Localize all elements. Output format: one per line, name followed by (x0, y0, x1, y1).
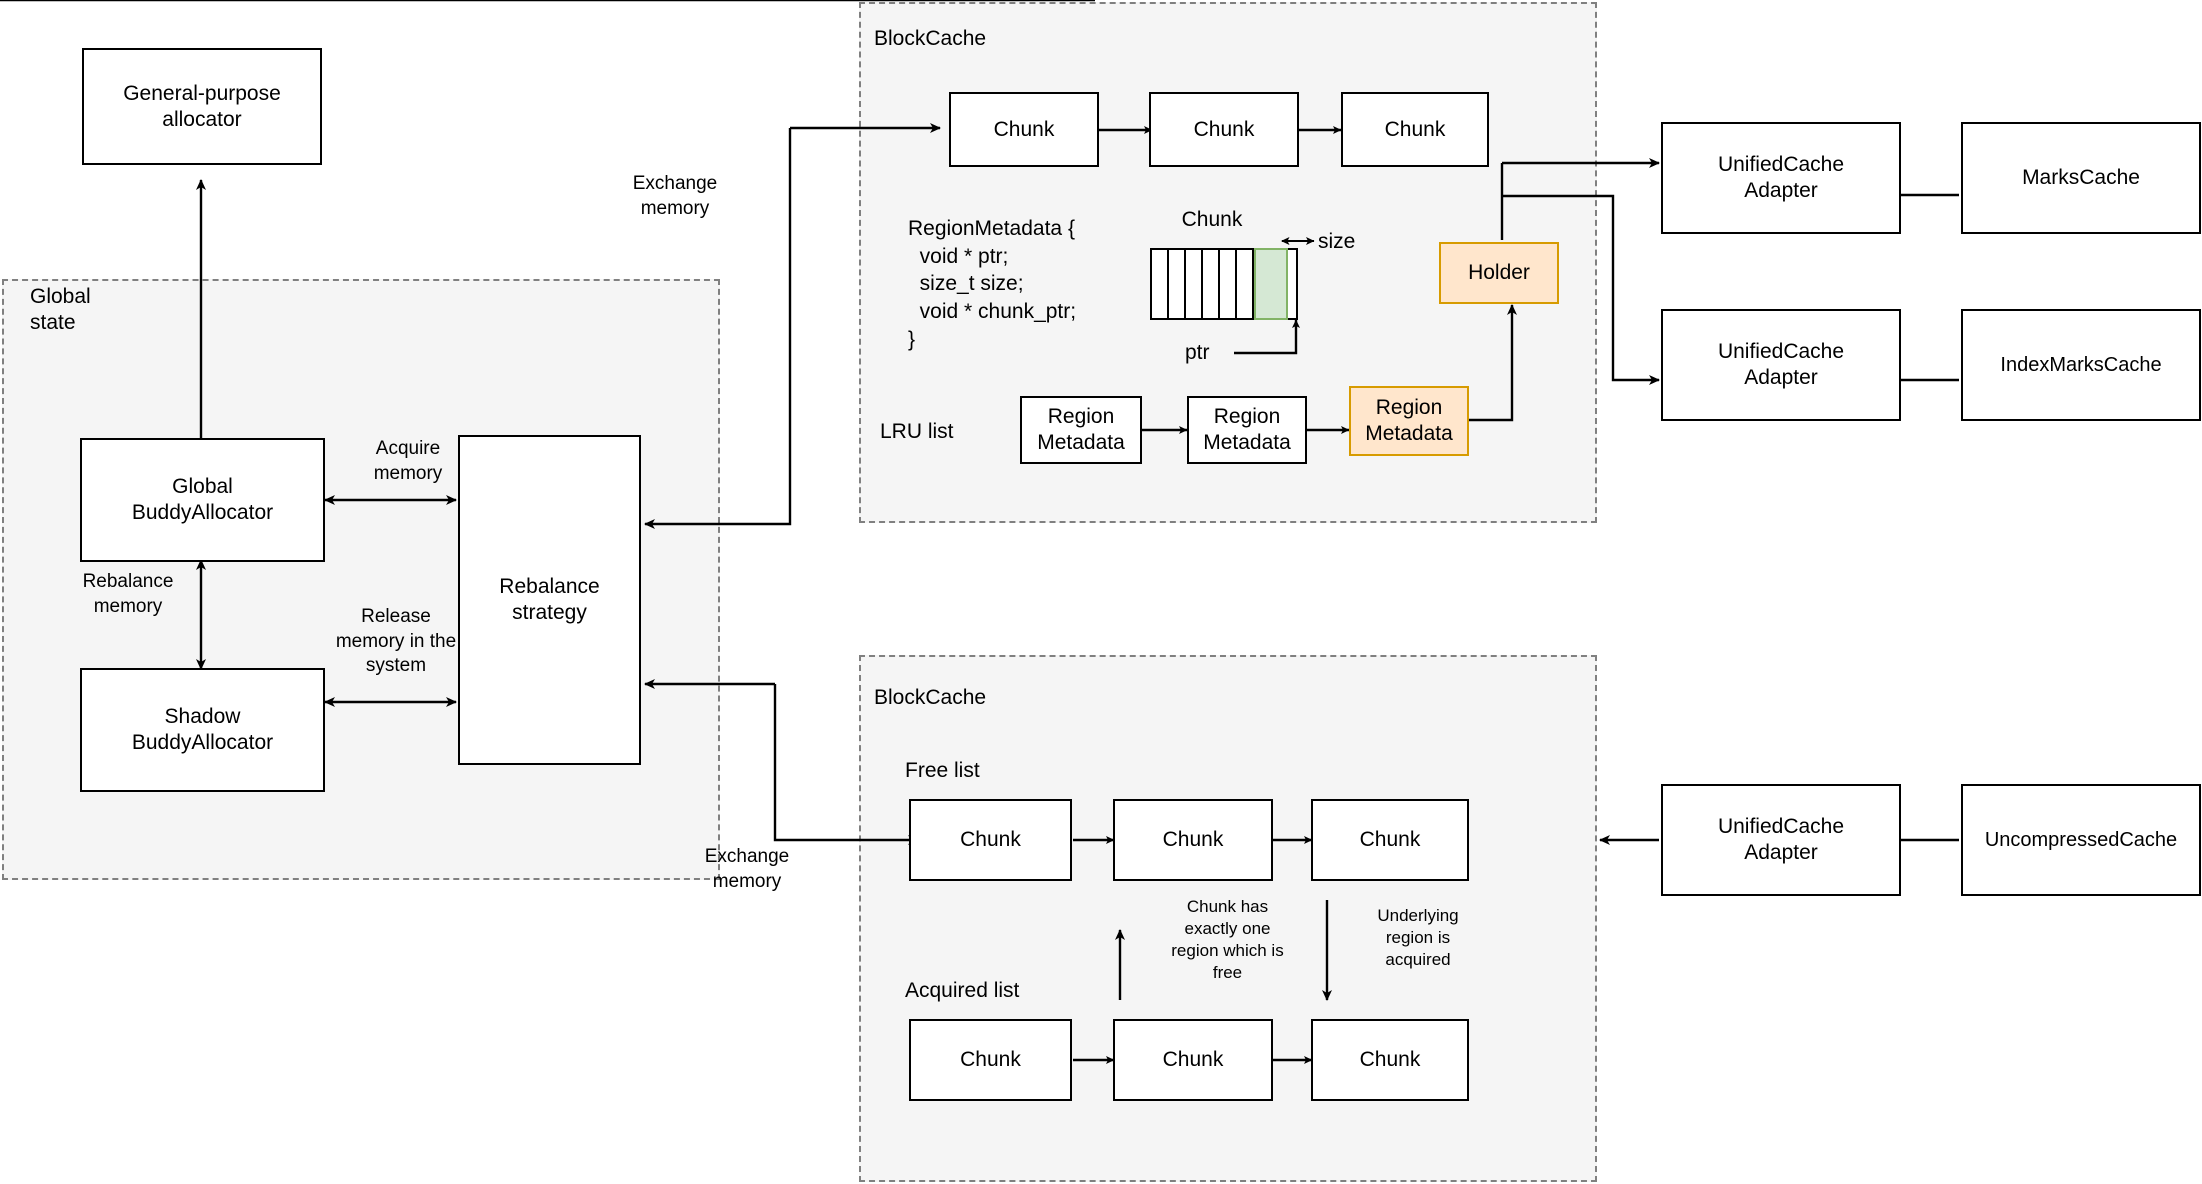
note-acquired-region: Underlying region is acquired (1377, 906, 1459, 970)
node-unified-cache-adapter-1[interactable]: UnifiedCache Adapter (1661, 122, 1901, 234)
chunk-cell (1203, 250, 1220, 318)
lru-list-label: LRU list (880, 420, 954, 443)
edge-label-exchange-memory-top: Exchange memory (632, 173, 718, 219)
chunk-detail-label: Chunk (1181, 208, 1243, 231)
edge-label-exchange-memory-bottom: Exchange memory (704, 846, 790, 892)
edge-label-acquire-memory: Acquire memory (373, 438, 443, 484)
node-rebalance-strategy[interactable]: Rebalance strategy (458, 435, 641, 765)
node-general-purpose-allocator[interactable]: General-purpose allocator (82, 48, 322, 165)
node-unified-cache-adapter-3[interactable]: UnifiedCache Adapter (1661, 784, 1901, 896)
chunk-cell (1169, 250, 1186, 318)
chunk-cell (1237, 250, 1254, 318)
chunk-free-2[interactable]: Chunk (1113, 799, 1273, 881)
chunk-cell (1152, 250, 1169, 318)
node-global-buddy-allocator[interactable]: Global BuddyAllocator (80, 438, 325, 562)
chunk-cell-highlighted (1254, 248, 1288, 320)
lru-region-metadata-1[interactable]: Region Metadata (1020, 396, 1142, 464)
node-shadow-buddy-allocator[interactable]: Shadow BuddyAllocator (80, 668, 325, 792)
acquired-list-label: Acquired list (905, 979, 1020, 1002)
group-global-state-label: Global state (30, 285, 91, 335)
chunk-top-1[interactable]: Chunk (949, 92, 1099, 167)
node-region-metadata-orange[interactable]: Region Metadata (1349, 386, 1469, 456)
group-blockcache-top-label: BlockCache (874, 27, 987, 50)
chunk-free-3[interactable]: Chunk (1311, 799, 1469, 881)
ptr-label: ptr (1185, 341, 1210, 364)
size-label: size (1318, 230, 1356, 253)
node-marks-cache[interactable]: MarksCache (1961, 122, 2201, 234)
node-unified-cache-adapter-2[interactable]: UnifiedCache Adapter (1661, 309, 1901, 421)
chunk-top-2[interactable]: Chunk (1149, 92, 1299, 167)
chunk-top-3[interactable]: Chunk (1341, 92, 1489, 167)
node-index-marks-cache[interactable]: IndexMarksCache (1961, 309, 2201, 421)
group-blockcache-bottom-label: BlockCache (874, 686, 987, 709)
chunk-cell (1220, 250, 1237, 318)
chunk-free-1[interactable]: Chunk (909, 799, 1072, 881)
chunk-acquired-1[interactable]: Chunk (909, 1019, 1072, 1101)
free-list-label: Free list (905, 759, 980, 782)
lru-region-metadata-2[interactable]: Region Metadata (1187, 396, 1307, 464)
note-free-region: Chunk has exactly one region which is fr… (1171, 897, 1284, 983)
node-uncompressed-cache[interactable]: UncompressedCache (1961, 784, 2201, 896)
chunk-acquired-2[interactable]: Chunk (1113, 1019, 1273, 1101)
chunk-cells (1150, 248, 1298, 320)
chunk-acquired-3[interactable]: Chunk (1311, 1019, 1469, 1101)
edge-label-release-memory: Release memory in the system (335, 606, 457, 677)
chunk-cell (1186, 250, 1203, 318)
edge-label-rebalance-memory: Rebalance memory (82, 571, 174, 617)
node-holder[interactable]: Holder (1439, 242, 1559, 304)
region-metadata-struct-code: RegionMetadata { void * ptr; size_t size… (908, 217, 1077, 351)
